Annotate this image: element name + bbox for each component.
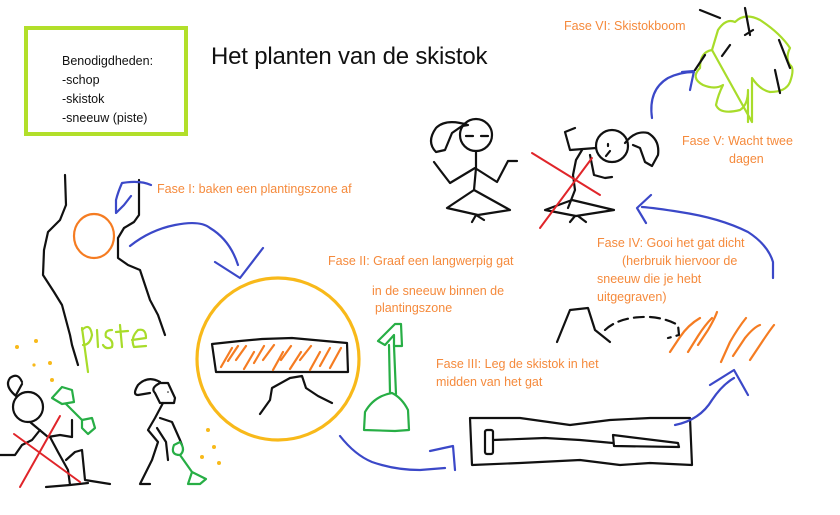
snow-pile-transfer [555,306,776,364]
planting-zone-circle [72,212,116,260]
supply-item-ski-pole: -skistok [62,92,105,106]
figure-digging [133,378,208,486]
supply-item-snow: -sneeuw (piste) [62,111,148,125]
arrow-to-phase6-icon [650,69,696,120]
figure-digging-wrong [0,374,112,489]
phase3-label-line1: Fase III: Leg de skistok in het [436,357,599,371]
supplies-box: Benodigdheden: -schop -skistok -sneeuw (… [24,26,188,136]
hole-with-ski-pole [468,416,694,467]
shovel-icon [362,322,411,433]
supply-item-shovel: -schop [62,73,100,87]
phase5-label-line1: Fase V: Wacht twee [682,134,793,148]
page-title: Het planten van de skistok [211,43,488,70]
phase5-label-line2: dagen [729,152,764,166]
arrow-to-magnifier-icon [128,221,265,280]
phase2-label-line3: plantingszone [375,301,453,315]
magnifier-hole-detail [195,276,361,442]
supplies-heading: Benodigdheden: [62,54,154,68]
arrow-to-phase5-icon [635,193,775,280]
phase4-label-line4: uitgegraven) [597,290,667,304]
phase6-label: Fase VI: Skistokboom [564,19,686,33]
phase2-label-line2: in de sneeuw binnen de [372,284,505,298]
phase4-label-line1: Fase IV: Gooi het gat dicht [597,236,745,250]
phase1-label: Fase I: baken een plantingszone af [157,182,352,196]
arrow-to-phase3-icon [338,434,457,472]
phase3-label-line2: midden van het gat [436,375,543,389]
snow-flecks [15,339,221,465]
phase4-label-line3: sneeuw die je hebt [597,272,702,286]
supplies-list: Benodigdheden: -schop -skistok -sneeuw (… [62,52,153,128]
phase2-label-line1: Fase II: Graaf een langwerpig gat [328,254,514,268]
phase4-label-line2: (herbruik hiervoor de [622,254,738,268]
figure-impatient-wrong [531,126,660,229]
figure-waiting [429,117,519,224]
ski-pole-tree [693,6,794,124]
piste-handwriting [80,323,148,374]
piste-slope-drawing [41,173,167,367]
arrow-phase1-icon [114,180,153,215]
arrow-to-phase4-icon [673,368,750,427]
